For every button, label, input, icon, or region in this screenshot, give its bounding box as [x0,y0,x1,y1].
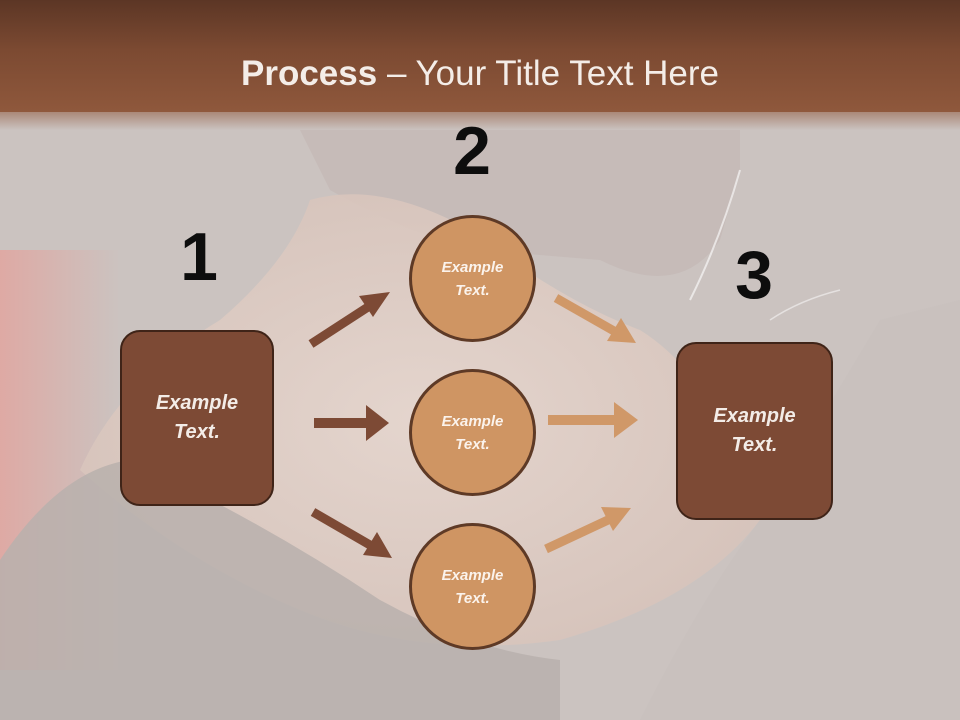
circle-text: Example Text. [441,412,504,453]
step-2-circle-bottom[interactable]: Example Text. [409,523,536,650]
step-2-circle-top[interactable]: Example Text. [409,215,536,342]
arrow-1-to-2-top [308,292,390,348]
step-3-box-text: Example Text. [713,405,796,456]
step-1-box-text: Example Text. [155,392,239,443]
arrow-1-to-2-bottom [310,508,392,558]
step-2-circle-middle[interactable]: Example Text. [409,369,536,496]
step-3-box[interactable]: Example Text. [676,342,833,520]
step-number-3[interactable]: 3 [735,237,773,313]
circle-text: Example Text. [441,566,504,607]
title-bar-fade [0,112,960,130]
step-number-1[interactable]: 1 [180,219,218,295]
step-1-box[interactable]: Example Text. [120,330,274,506]
arrow-1-to-2-middle [314,405,389,441]
title-rest-part: – Your Title Text Here [377,54,719,93]
arrow-2-to-3-top [553,294,636,343]
step-number-2[interactable]: 2 [453,113,491,189]
circle-text: Example Text. [441,258,504,299]
arrow-2-to-3-middle [548,402,638,438]
title-bold-part: Process [241,54,378,93]
title-bar [0,0,960,112]
slide-title[interactable]: Process – Your Title Text Here [0,52,960,96]
arrow-2-to-3-bottom [544,507,631,554]
